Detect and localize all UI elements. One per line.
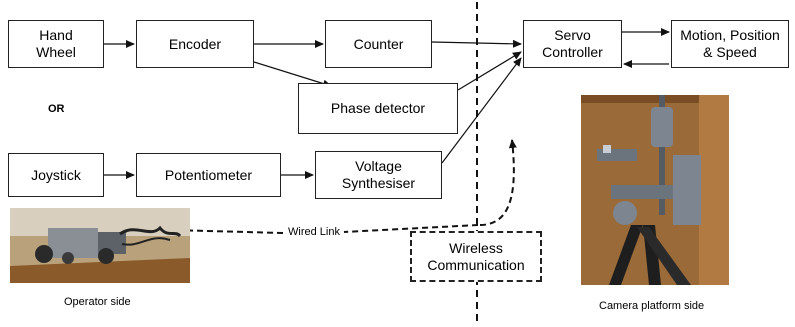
wireless-communication-block: Wireless Communication bbox=[410, 231, 542, 282]
arrow-encoder-phase bbox=[253, 61, 332, 88]
or-label: OR bbox=[48, 103, 65, 115]
operator-console-photo bbox=[10, 208, 190, 283]
motion-position-speed-block: Motion, Position & Speed bbox=[671, 20, 789, 68]
wired-link-to-operator bbox=[343, 224, 479, 233]
encoder-block: Encoder bbox=[136, 20, 254, 68]
voltage-synthesiser-block: Voltage Synthesiser bbox=[315, 151, 442, 199]
potentiometer-block: Potentiometer bbox=[136, 153, 281, 197]
camera-platform-side-caption: Camera platform side bbox=[599, 300, 705, 312]
operator-side-caption: Operator side bbox=[64, 296, 131, 308]
wired-link-line bbox=[479, 139, 517, 226]
joystick-block: Joystick bbox=[8, 153, 104, 197]
servo-controller-block: Servo Controller bbox=[523, 20, 622, 68]
phase-detector-block: Phase detector bbox=[298, 83, 458, 134]
arrow-voltage-servo bbox=[441, 57, 522, 164]
arrow-counter-servo bbox=[431, 39, 522, 48]
camera-tripod-photo bbox=[581, 95, 729, 285]
counter-block: Counter bbox=[325, 20, 432, 68]
hand-wheel-block: Hand Wheel bbox=[8, 20, 104, 68]
arrow-phase-servo bbox=[457, 51, 522, 91]
wired-link-label: Wired Link bbox=[286, 226, 342, 238]
wired-link-to-operator-2 bbox=[171, 225, 284, 235]
